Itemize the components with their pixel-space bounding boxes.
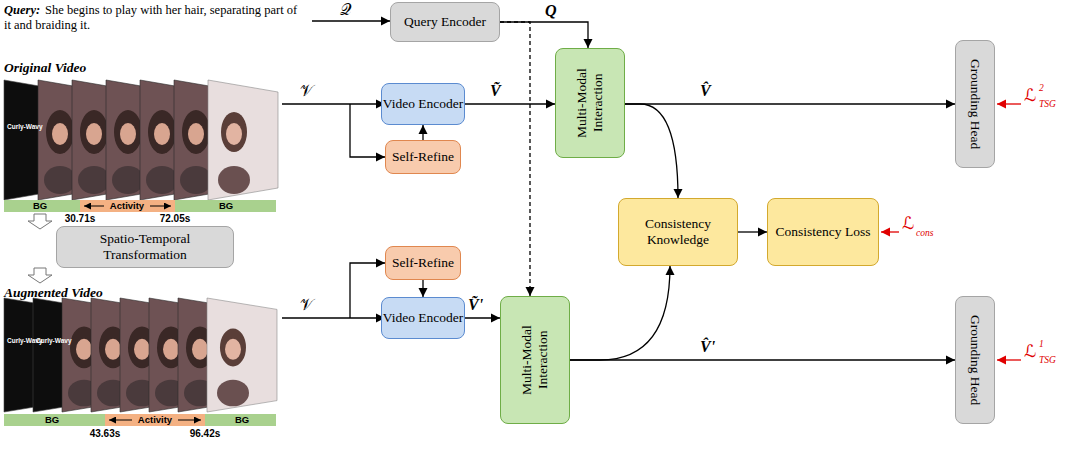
node-text: Video Encoder: [383, 310, 464, 326]
timestamp: 72.05s: [160, 213, 191, 225]
loss-superscript: 2: [1039, 84, 1044, 94]
timeline-label: BG: [235, 414, 249, 426]
node-text: Spatio-Temporal Transformation: [57, 231, 233, 262]
encoder-box: Video Encoder: [381, 83, 465, 125]
node-text: Grounding Head: [967, 47, 983, 161]
head-box: Grounding Head: [955, 296, 995, 424]
encoder-box: Video Encoder: [381, 297, 465, 339]
symbol: V̂': [700, 338, 715, 356]
node-text: Grounding Head: [967, 303, 983, 417]
process-box: Spatio-Temporal Transformation: [56, 226, 234, 268]
process-box: Self-Refine: [385, 246, 461, 280]
connector: [625, 104, 678, 198]
video-title: Original Video: [4, 60, 86, 76]
connector: [570, 266, 670, 360]
node-text: Query Encoder: [404, 14, 486, 30]
connector: [500, 22, 530, 296]
connector: [500, 22, 588, 48]
connector: [422, 125, 423, 140]
symbol: Ṽ: [490, 82, 501, 100]
node-text: Consistency Knowledge: [619, 216, 737, 247]
node-text: Multi-Modal Interaction: [574, 55, 605, 151]
timestamp: 30.71s: [65, 213, 96, 225]
loss-subscript: TSG: [1039, 356, 1056, 366]
connector: [465, 103, 555, 104]
timestamp: 43.63s: [90, 428, 121, 440]
timeline-label: Activity: [138, 414, 172, 426]
timeline-label: BG: [33, 200, 47, 212]
symbol: 𝒱: [300, 296, 313, 314]
interaction-box: Multi-Modal Interaction: [500, 296, 570, 424]
loss-symbol: ℒ: [1024, 86, 1036, 105]
loss-subscript: cons: [916, 229, 933, 239]
connector: [465, 317, 500, 318]
process-box: Consistency Knowledge: [618, 198, 738, 266]
connector: [738, 231, 767, 232]
process-box: Self-Refine: [385, 140, 461, 174]
query-tag: Query:: [4, 3, 40, 17]
video-title: Augmented Video: [4, 285, 103, 301]
symbol: 𝒱: [300, 82, 313, 100]
loss-symbol: ℒ: [1024, 342, 1036, 361]
connector: [625, 103, 955, 104]
head-box: Grounding Head: [955, 40, 995, 168]
frame-text: Curly-Wavy: [36, 338, 72, 345]
frame-text: Curly-Wavy: [7, 124, 43, 131]
node-text: Self-Refine: [392, 255, 454, 271]
loss-superscript: 1: [1039, 340, 1044, 350]
interaction-box: Multi-Modal Interaction: [555, 48, 625, 158]
node-text: Multi-Modal Interaction: [519, 303, 550, 417]
query-text: She begins to play with her hair, separa…: [4, 3, 304, 33]
node-text: Self-Refine: [392, 149, 454, 165]
timeline-label: BG: [219, 200, 233, 212]
node-text: Consistency Loss: [776, 224, 871, 240]
loss-subscript: TSG: [1039, 100, 1056, 110]
encoder-box: Query Encoder: [390, 2, 500, 42]
connector: [570, 359, 955, 360]
timeline-label: BG: [45, 414, 59, 426]
process-box: Consistency Loss: [767, 198, 879, 266]
symbol: V̂: [700, 82, 711, 100]
timestamp: 96.42s: [190, 428, 221, 440]
timeline-label: Activity: [110, 200, 144, 212]
connector: [422, 280, 423, 297]
loss-symbol: ℒ: [902, 214, 914, 233]
node-text: Video Encoder: [383, 96, 464, 112]
symbol: Q: [545, 2, 557, 20]
symbol: Ṽ': [468, 296, 483, 314]
symbol: 𝒬: [340, 1, 351, 19]
